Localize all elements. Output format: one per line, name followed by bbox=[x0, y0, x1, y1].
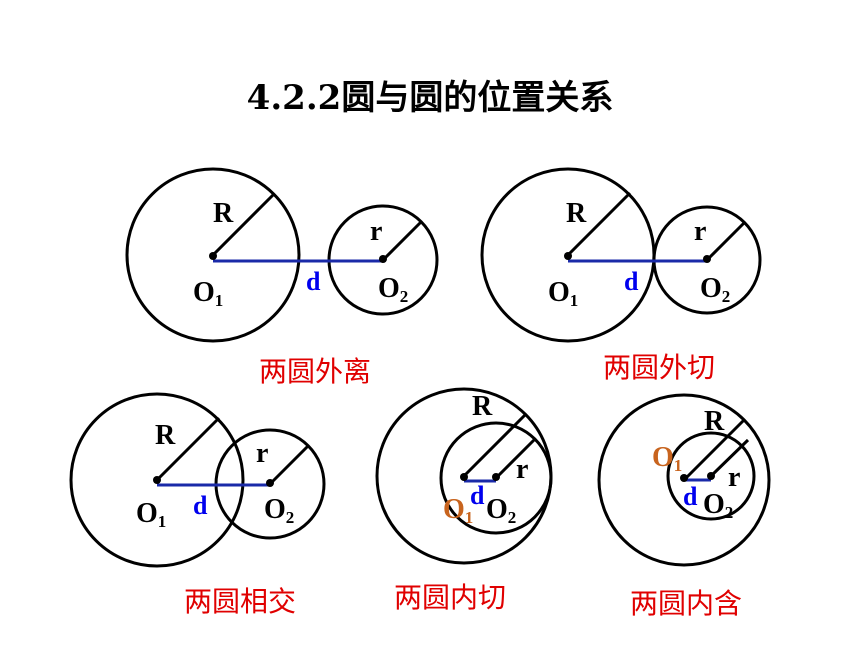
case-intersecting: R r d O1 O2 bbox=[69, 392, 326, 568]
label-o1: O1 bbox=[193, 277, 223, 310]
center-dot-o2 bbox=[707, 472, 715, 480]
label-r: r bbox=[256, 438, 268, 469]
center-dot-o1 bbox=[209, 252, 217, 260]
label-r: r bbox=[370, 216, 382, 247]
case-separate: R r d O1 O2 bbox=[125, 167, 439, 343]
label-o1: O1 bbox=[548, 277, 578, 310]
label-o1: O1 bbox=[136, 498, 166, 531]
label-o2: O2 bbox=[486, 494, 516, 527]
big-circle bbox=[69, 392, 245, 568]
big-circle bbox=[597, 393, 771, 567]
radius-R-line bbox=[462, 413, 527, 478]
label-r: r bbox=[516, 454, 528, 485]
radius-r-line bbox=[268, 444, 310, 486]
radius-r-line bbox=[494, 438, 536, 480]
radius-R-line bbox=[155, 416, 221, 482]
center-dot-o2 bbox=[379, 255, 387, 263]
label-d: d bbox=[683, 482, 698, 511]
radius-r-line bbox=[705, 220, 747, 262]
center-dot-o1 bbox=[564, 252, 572, 260]
label-d: d bbox=[624, 267, 639, 296]
small-circle bbox=[439, 421, 553, 535]
radius-r-line bbox=[381, 220, 423, 262]
label-d: d bbox=[193, 491, 208, 520]
center-dot-o2 bbox=[703, 255, 711, 263]
case-internal-tangent: R r d O1 O2 bbox=[375, 387, 553, 565]
case-external-tangent: R r d O1 O2 bbox=[480, 167, 762, 343]
center-dot-o2 bbox=[266, 479, 274, 487]
label-o1: O1 bbox=[652, 442, 682, 475]
small-circle bbox=[666, 431, 756, 521]
center-dot-o1 bbox=[680, 474, 688, 482]
radius-R-line bbox=[566, 191, 632, 257]
caption-external-tangent: 两圆外切 bbox=[603, 351, 716, 384]
label-r: r bbox=[728, 462, 740, 493]
label-o2: O2 bbox=[378, 273, 408, 306]
label-R: R bbox=[213, 198, 234, 229]
center-dot-o2 bbox=[492, 473, 500, 481]
label-o2: O2 bbox=[703, 489, 733, 522]
caption-intersecting: 两圆相交 bbox=[184, 585, 297, 618]
radius-R-line bbox=[211, 192, 276, 257]
caption-internal-tangent: 两圆内切 bbox=[394, 581, 507, 614]
case-contained: R r d O1 O2 bbox=[597, 393, 771, 567]
label-d: d bbox=[306, 267, 321, 296]
label-d: d bbox=[470, 481, 485, 510]
center-dot-o1 bbox=[460, 473, 468, 481]
label-R: R bbox=[704, 406, 725, 437]
page-title: 4.2.2圆与圆的位置关系 bbox=[246, 78, 614, 118]
caption-separate: 两圆外离 bbox=[259, 355, 372, 388]
radius-R-line bbox=[682, 418, 746, 482]
label-R: R bbox=[472, 391, 493, 422]
label-o1: O1 bbox=[443, 494, 473, 527]
center-dot-o1 bbox=[153, 476, 161, 484]
radius-r-line bbox=[709, 438, 750, 478]
label-o2: O2 bbox=[700, 273, 730, 306]
big-circle bbox=[125, 167, 301, 343]
label-r: r bbox=[694, 216, 706, 247]
label-R: R bbox=[566, 198, 587, 229]
label-R: R bbox=[155, 420, 176, 451]
label-o2: O2 bbox=[264, 494, 294, 527]
caption-contained: 两圆内含 bbox=[630, 587, 743, 620]
